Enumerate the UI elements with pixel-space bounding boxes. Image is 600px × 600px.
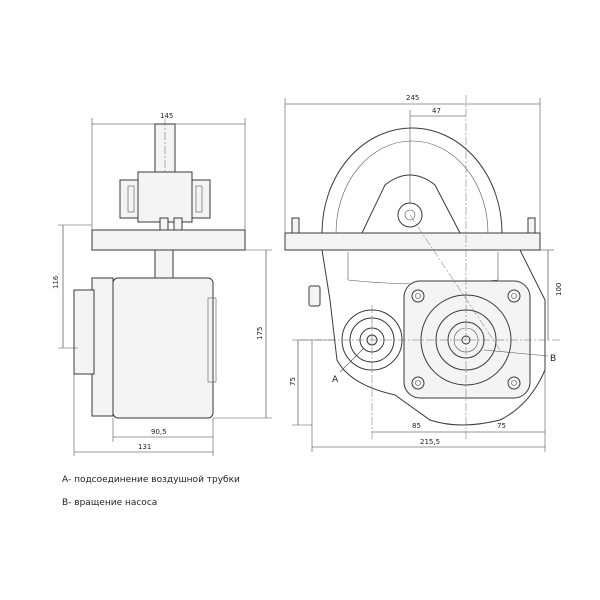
mounting-plate — [91, 229, 246, 251]
callout-b: B — [550, 354, 556, 364]
dim-131: 131 — [138, 443, 151, 451]
dim-75-horizontal: 75 — [497, 422, 506, 430]
front-view: 245 47 100 75 85 75 215,5 A B — [284, 94, 563, 452]
pump-cap — [73, 289, 95, 375]
dim-175: 175 — [256, 327, 264, 340]
dim-90-5: 90,5 — [151, 428, 167, 436]
dim-116: 116 — [52, 275, 60, 289]
motor-body — [112, 277, 214, 419]
legend-pump-rotation: B- вращение насоса — [62, 498, 158, 508]
wheel-outer — [321, 127, 503, 234]
side-view: 145 116 175 90,5 131 — [52, 112, 272, 456]
legend-air-connection: A- подсоединение воздушной трубки — [62, 475, 240, 485]
callout-a: A — [332, 375, 339, 385]
dim-245: 245 — [406, 94, 419, 102]
dim-85: 85 — [412, 422, 421, 430]
top-plate — [284, 232, 541, 251]
dim-47: 47 — [432, 107, 441, 115]
dim-100: 100 — [555, 283, 563, 296]
dim-215-5: 215,5 — [420, 438, 440, 446]
dim-145: 145 — [160, 112, 173, 120]
dim-75-vertical: 75 — [289, 377, 297, 386]
fork — [361, 174, 461, 234]
gear-housing — [321, 249, 546, 426]
